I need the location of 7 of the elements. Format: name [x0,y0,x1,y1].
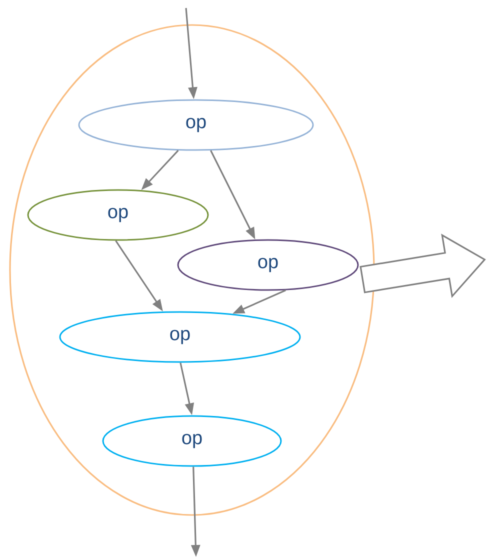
group-ellipse [9,24,375,516]
ellipse-node: op [59,311,301,363]
ellipse-node: op [27,189,209,241]
block-arrow [360,234,486,298]
ellipse-node: op [102,415,282,467]
ellipse-node: op [78,99,314,151]
ellipse-node: op [177,239,359,291]
